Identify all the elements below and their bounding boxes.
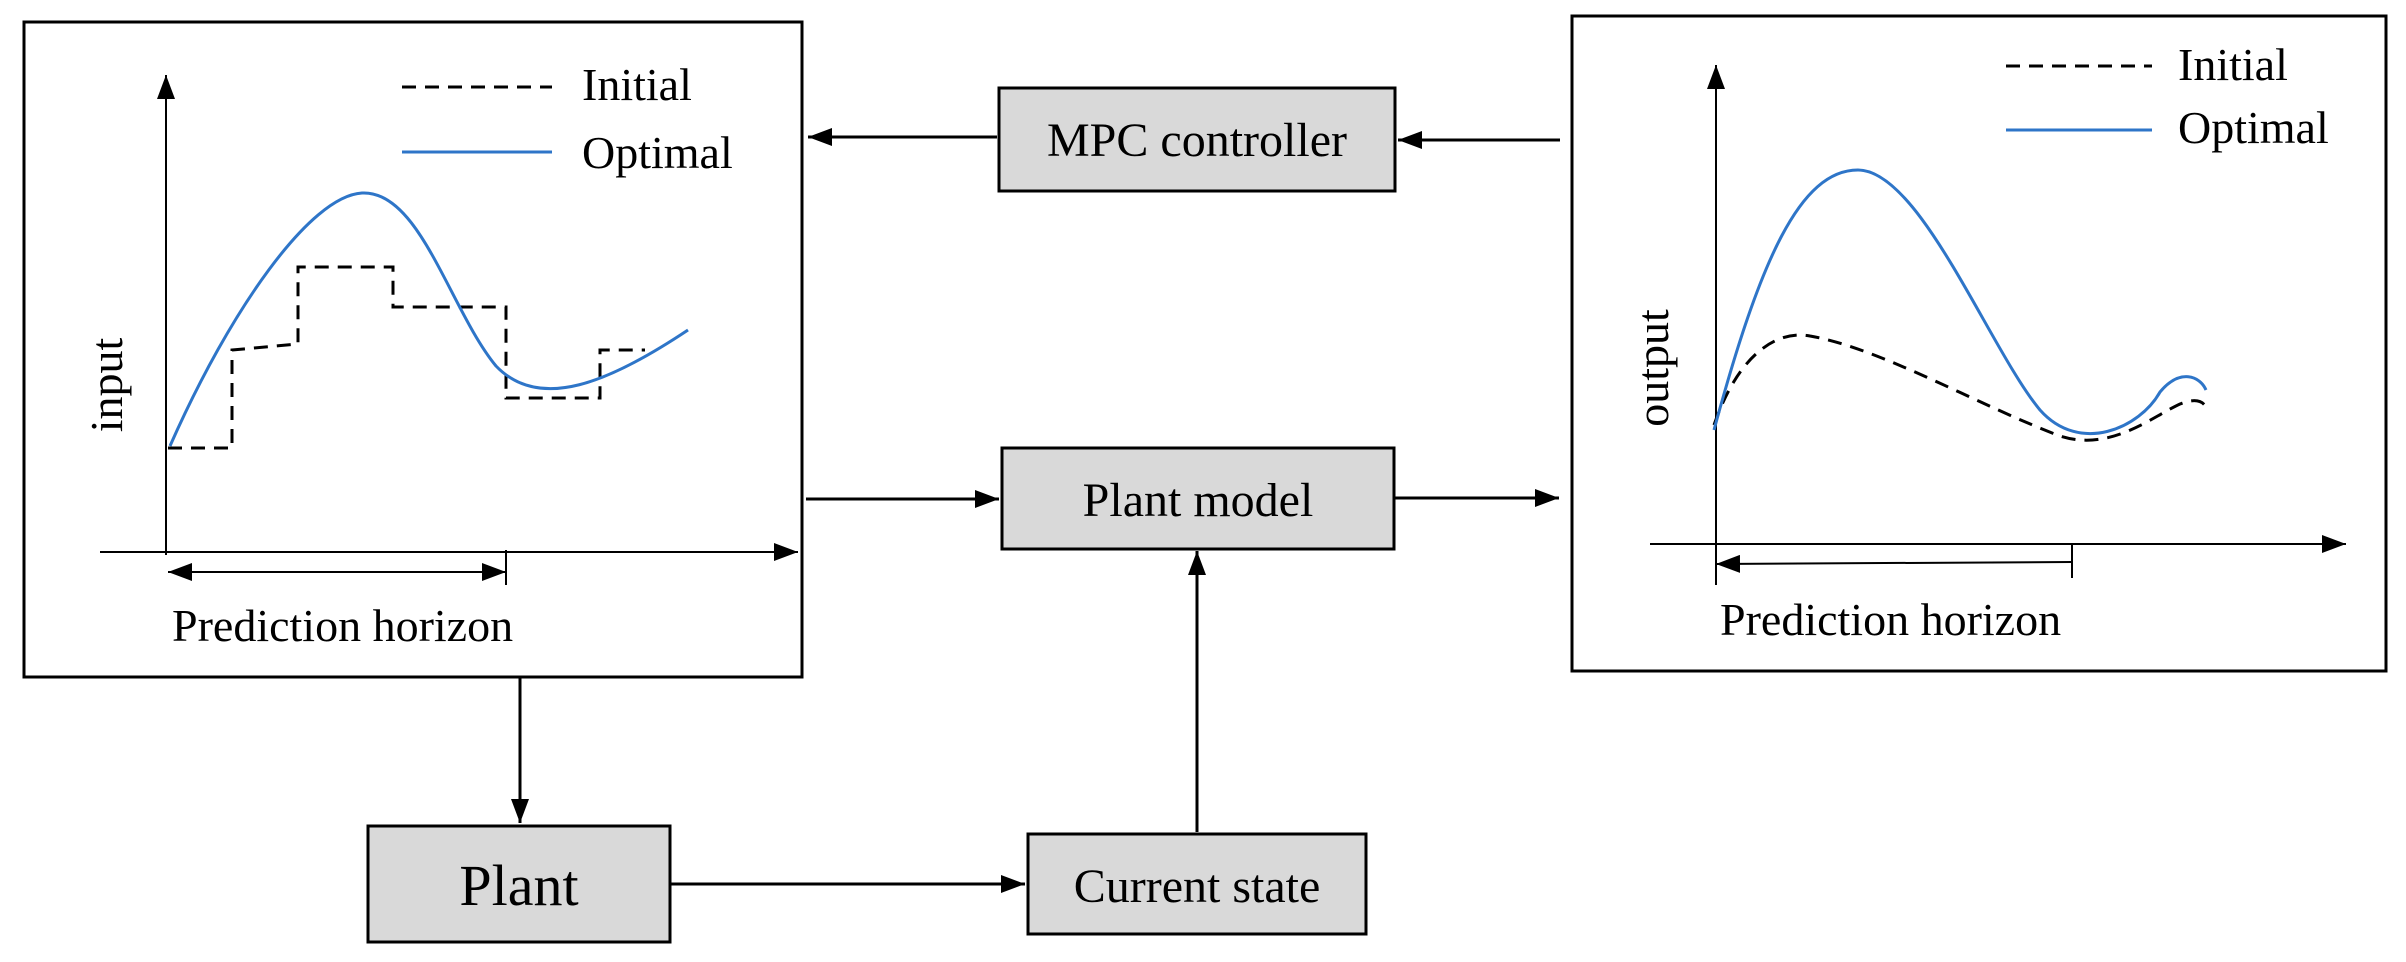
plant-model-block: Plant model <box>1000 446 1396 551</box>
plant-box <box>366 824 672 944</box>
input-initial-curve <box>168 265 645 450</box>
output-y-label: output <box>1627 309 1678 427</box>
output-horizon-label: Prediction horizon <box>1720 594 2061 645</box>
input-optimal-curve <box>168 191 689 447</box>
output-horizon-arrow <box>1715 554 2073 573</box>
plant-model-box <box>1000 446 1396 551</box>
input-horizon-label: Prediction horizon <box>172 600 513 651</box>
current-state-label: Current state <box>1074 860 1321 913</box>
output-legend-initial: Initial <box>2178 39 2288 90</box>
input-legend-optimal: Optimal <box>582 127 733 178</box>
current-state-block: Current state <box>1026 832 1368 936</box>
current-state-box <box>1026 832 1368 936</box>
output-optimal-curve <box>1712 168 2208 436</box>
mpc-controller-block: MPC controller <box>997 86 1397 193</box>
output-panel: Prediction horizon output Initial Optima… <box>1570 14 2388 673</box>
plant-label: Plant <box>459 853 578 918</box>
output-initial-curve <box>1712 333 2210 442</box>
input-y-label: input <box>81 338 132 433</box>
input-panel-frame <box>22 20 804 679</box>
plant-block: Plant <box>366 824 672 944</box>
connections <box>511 128 1560 893</box>
mpc-controller-box <box>997 86 1397 193</box>
plant-model-label: Plant model <box>1083 474 1314 527</box>
input-legend-initial: Initial <box>582 59 692 110</box>
output-legend-optimal: Optimal <box>2178 102 2329 153</box>
input-panel: Prediction horizon input Initial Optimal <box>22 20 804 679</box>
mpc-controller-label: MPC controller <box>1047 114 1347 167</box>
